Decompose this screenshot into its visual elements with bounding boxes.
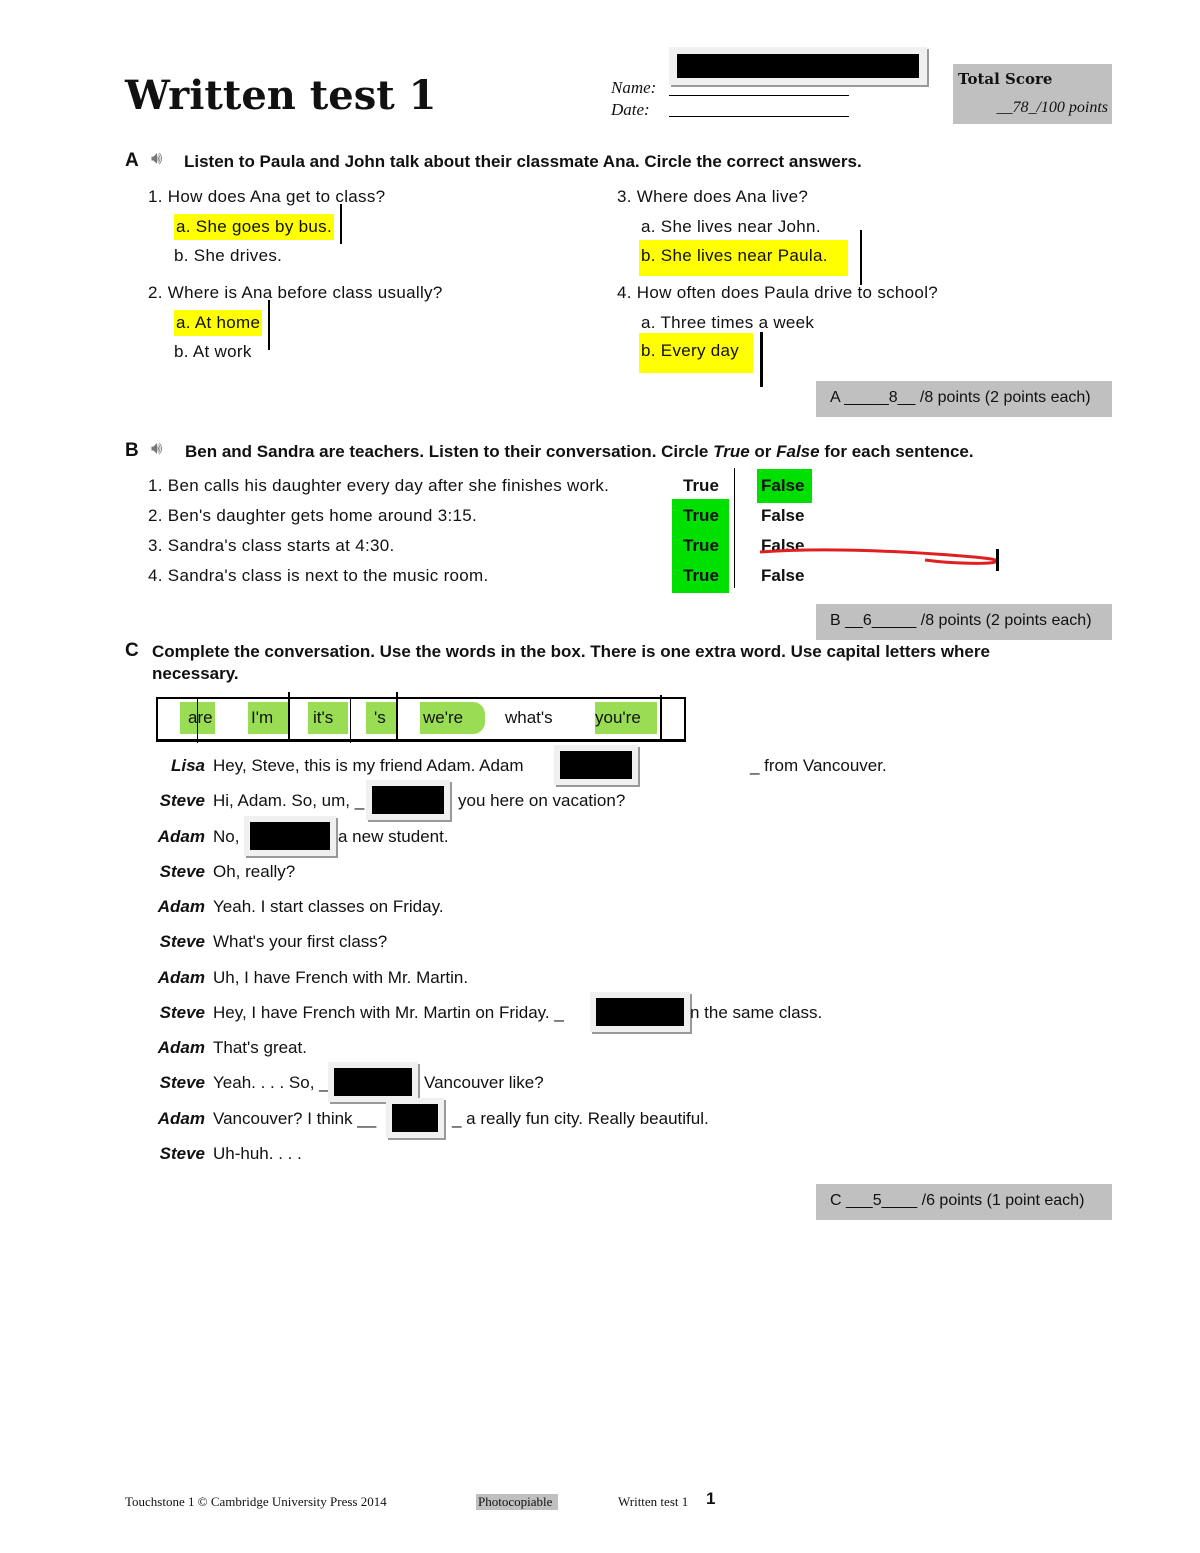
speaker-icon[interactable]: 🔊︎ — [151, 148, 163, 168]
dialogue-line: Oh, really? — [213, 862, 296, 881]
footer-photocopiable: Photocopiable — [476, 1494, 559, 1510]
speaker-name: Steve — [159, 862, 205, 881]
speaker-name: Adam — [157, 897, 205, 916]
dialogue-line-end: a new student. — [338, 827, 449, 846]
dialogue-line: What's your first class? — [213, 932, 388, 951]
section-c-letter: C — [125, 640, 139, 661]
false-option[interactable]: False — [757, 469, 813, 503]
question-3: 3. Where does Ana live? — [617, 187, 809, 206]
question-2: 2. Where is Ana before class usually? — [148, 283, 443, 302]
speaker-name: Steve — [159, 1073, 205, 1092]
dialogue-line-end: Vancouver like? — [424, 1073, 544, 1092]
dialogue-line: No, — [213, 827, 240, 846]
section-a-instruction: Listen to Paula and John talk about thei… — [184, 152, 862, 171]
dialogue-line: Yeah. I start classes on Friday. — [213, 897, 444, 916]
dialogue-line-end: _ from Vancouver. — [750, 756, 887, 775]
dialogue-line-end: _ a really fun city. Really beautiful. — [452, 1109, 709, 1128]
section-c-score: C ___5____ /6 points (1 point each) — [816, 1184, 1112, 1220]
answer-3a[interactable]: a. She lives near John. — [641, 217, 821, 236]
dialogue-line: Uh, I have French with Mr. Martin. — [213, 968, 469, 987]
true-option[interactable]: True — [672, 499, 729, 533]
speaker-name: Adam — [157, 1109, 205, 1128]
answer-1a[interactable]: a. She goes by bus. — [174, 214, 334, 240]
speaker-name: Adam — [157, 827, 205, 846]
section-a-score-text: A _____8__ /8 points (2 points each) — [830, 389, 1091, 406]
tf-statement: 4. Sandra's class is next to the music r… — [148, 566, 489, 585]
speaker-name: Steve — [159, 1003, 205, 1022]
total-score-value: __78_/100 points — [996, 99, 1108, 116]
word-box — [156, 697, 686, 742]
word-youre: you're — [595, 708, 641, 727]
section-b-instruction: Ben and Sandra are teachers. Listen to t… — [185, 442, 974, 461]
dialogue-line: That's great. — [213, 1038, 307, 1057]
answer-3b[interactable]: b. She lives near Paula. — [639, 240, 848, 276]
dialogue-line: Hey, Steve, this is my friend Adam. Adam — [213, 756, 524, 775]
tf-statement: 1. Ben calls his daughter every day afte… — [148, 476, 610, 495]
section-b-score-text: B __6_____ /8 points (2 points each) — [830, 612, 1092, 629]
true-option[interactable]: True — [672, 559, 729, 593]
speaker-icon[interactable]: 🔊︎ — [151, 438, 163, 458]
section-a-score: A _____8__ /8 points (2 points each) — [816, 381, 1112, 417]
answer-2b[interactable]: b. At work — [174, 342, 252, 361]
dialogue-line: Hi, Adam. So, um, _ — [213, 791, 365, 810]
word-its: it's — [313, 708, 334, 727]
answer-1b[interactable]: b. She drives. — [174, 246, 283, 265]
word-whats: what's — [505, 708, 553, 727]
speaker-name: Steve — [159, 791, 205, 810]
dialogue-line-end: you here on vacation? — [458, 791, 626, 810]
page-title: Written test 1 — [125, 72, 437, 119]
word-were: we're — [423, 708, 464, 727]
speaker-name: Steve — [159, 1144, 205, 1163]
answer-4a[interactable]: a. Three times a week — [641, 313, 815, 332]
true-option[interactable]: True — [672, 529, 729, 563]
date-label: Date: — [611, 100, 650, 119]
word-s: 's — [374, 708, 386, 727]
section-a-letter: A — [125, 150, 139, 171]
speaker-name: Lisa — [170, 756, 205, 775]
answer-2a[interactable]: a. At home — [174, 310, 263, 336]
speaker-name: Adam — [157, 1038, 205, 1057]
section-b-score: B __6_____ /8 points (2 points each) — [816, 604, 1112, 640]
true-option[interactable]: True — [683, 476, 719, 495]
tf-statement: 2. Ben's daughter gets home around 3:15. — [148, 506, 478, 525]
question-4: 4. How often does Paula drive to school? — [617, 283, 939, 302]
answer-4b[interactable]: b. Every day — [639, 333, 754, 373]
speaker-name: Steve — [159, 932, 205, 951]
dialogue-line: Hey, I have French with Mr. Martin on Fr… — [213, 1003, 564, 1022]
section-c-score-text: C ___5____ /6 points (1 point each) — [830, 1192, 1085, 1209]
dialogue-line: Vancouver? I think __ — [213, 1109, 377, 1128]
section-b-letter: B — [125, 440, 139, 461]
page-number: 1 — [706, 1489, 716, 1508]
red-strikethrough — [759, 548, 999, 571]
false-option[interactable]: False — [761, 506, 805, 525]
question-1: 1. How does Ana get to class? — [148, 187, 386, 206]
tf-statement: 3. Sandra's class starts at 4:30. — [148, 536, 395, 555]
dialogue-line-end: n the same class. — [690, 1003, 823, 1022]
speaker-name: Adam — [157, 968, 205, 987]
footer-test-name: Written test 1 — [618, 1494, 689, 1509]
section-c-instruction: Complete the conversation. Use the words… — [152, 642, 990, 661]
dialogue-line: Uh-huh. . . . — [213, 1144, 302, 1163]
false-option[interactable]: False — [761, 566, 805, 585]
total-score-label: Total Score — [958, 70, 1053, 88]
word-im: I'm — [251, 708, 274, 727]
name-label: Name: — [611, 78, 657, 97]
section-c-instruction-2: necessary. — [152, 664, 239, 683]
dialogue-line: Yeah. . . . So, _ — [213, 1073, 329, 1092]
word-are: are — [188, 708, 213, 727]
footer-copyright: Touchstone 1 © Cambridge University Pres… — [125, 1494, 387, 1509]
total-score-box: Total Score __78_/100 points — [953, 64, 1112, 124]
